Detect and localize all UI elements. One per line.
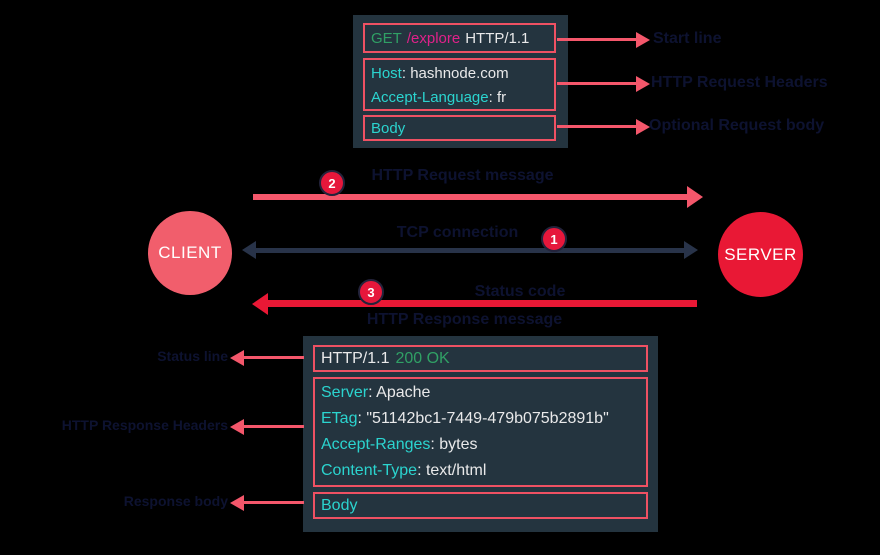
http-request-box: GET /explore HTTP/1.1 Host: hashnode.com… <box>353 15 568 148</box>
annotation-connector-line <box>557 125 637 128</box>
http-request-arrowhead-icon <box>687 186 703 208</box>
response-status-line: HTTP/1.1 200 OK <box>313 345 648 372</box>
header-value: fr <box>496 89 507 106</box>
annotation-connector-line <box>244 501 304 504</box>
server-node-label: SERVER <box>724 244 797 264</box>
response-body-row: Body <box>313 492 648 519</box>
tcp-arrowhead-right-icon <box>684 241 698 259</box>
response-status-code: 200 OK <box>395 349 450 367</box>
client-node: CLIENT <box>148 211 232 295</box>
http-response-arrow <box>268 300 697 307</box>
annotation-connector-line <box>244 356 304 359</box>
request-start-line-label: Start line <box>653 30 722 47</box>
arrow-left-icon <box>230 495 244 511</box>
request-headers-block: Host: hashnode.com Accept-Language: fr <box>363 58 556 111</box>
response-version: HTTP/1.1 <box>321 349 390 367</box>
response-headers-label: HTTP Response Headers <box>61 417 228 433</box>
colon-separator: : <box>401 65 411 82</box>
arrow-left-icon <box>230 350 244 366</box>
header-name: Accept-Ranges <box>321 436 431 453</box>
colon-separator: : <box>368 384 377 401</box>
arrow-right-icon <box>636 76 650 92</box>
response-header-accept-ranges: Accept-Ranges: bytes <box>321 432 646 458</box>
header-value: bytes <box>439 436 478 453</box>
tcp-arrowhead-left-icon <box>242 241 256 259</box>
header-name: Host <box>371 65 402 82</box>
header-name: Server <box>321 384 369 401</box>
http-response-arrowhead-icon <box>252 293 268 315</box>
request-method: GET <box>371 29 402 47</box>
response-arrow-upper-label: Status code <box>474 283 566 300</box>
response-status-line-label: Status line <box>157 348 228 364</box>
annotation-connector-line <box>244 425 304 428</box>
request-headers-label: HTTP Request Headers <box>651 74 828 91</box>
arrow-right-icon <box>636 119 650 135</box>
response-headers-block: Server: Apache ETag: "51142bc1-7449-479b… <box>313 377 648 487</box>
step-1-badge: 1 <box>541 226 567 252</box>
server-node: SERVER <box>718 212 803 297</box>
http-response-arrow-label: HTTP Response message <box>366 311 563 328</box>
request-body-label: Body <box>371 119 406 137</box>
annotation-connector-line <box>557 82 637 85</box>
header-name: Content-Type <box>321 462 418 479</box>
request-header-accept-language: Accept-Language: fr <box>371 86 554 109</box>
http-response-box: HTTP/1.1 200 OK Server: Apache ETag: "51… <box>303 336 658 532</box>
tcp-connection-label: TCP connection <box>396 224 519 241</box>
colon-separator: : <box>488 89 497 106</box>
annotation-connector-line <box>557 38 637 41</box>
step-3-badge: 3 <box>358 279 384 305</box>
colon-separator: : <box>430 436 440 453</box>
response-header-etag: ETag: "51142bc1-7449-479b075b2891b" <box>321 406 646 432</box>
step-2-badge: 2 <box>319 170 345 196</box>
header-name: Accept-Language <box>371 89 489 106</box>
arrow-right-icon <box>636 32 650 48</box>
client-node-label: CLIENT <box>158 243 222 262</box>
step-3-number: 3 <box>367 284 375 300</box>
http-request-arrow-label: HTTP Request message <box>371 167 554 184</box>
response-body-label: Body <box>321 496 358 514</box>
header-name: ETag <box>321 410 358 427</box>
request-header-host: Host: hashnode.com <box>371 62 554 86</box>
http-request-arrow <box>253 194 689 200</box>
colon-separator: : <box>357 410 367 427</box>
step-1-number: 1 <box>550 231 558 247</box>
response-body-label-annotation: Response body <box>123 493 228 509</box>
header-value: Apache <box>376 384 431 401</box>
request-body-label-annotation: Optional Request body <box>649 117 825 134</box>
step-2-number: 2 <box>328 175 336 191</box>
tcp-connection-arrow <box>256 248 684 253</box>
request-version: HTTP/1.1 <box>465 29 530 47</box>
arrow-left-icon <box>230 419 244 435</box>
header-value: "51142bc1-7449-479b075b2891b" <box>366 410 609 427</box>
request-body-row: Body <box>363 115 556 141</box>
request-path: /explore <box>406 29 461 47</box>
response-header-content-type: Content-Type: text/html <box>321 458 646 484</box>
request-start-line: GET /explore HTTP/1.1 <box>363 23 556 53</box>
colon-separator: : <box>417 462 426 479</box>
header-value: hashnode.com <box>410 65 509 82</box>
header-value: text/html <box>425 462 487 479</box>
response-header-server: Server: Apache <box>321 380 646 406</box>
